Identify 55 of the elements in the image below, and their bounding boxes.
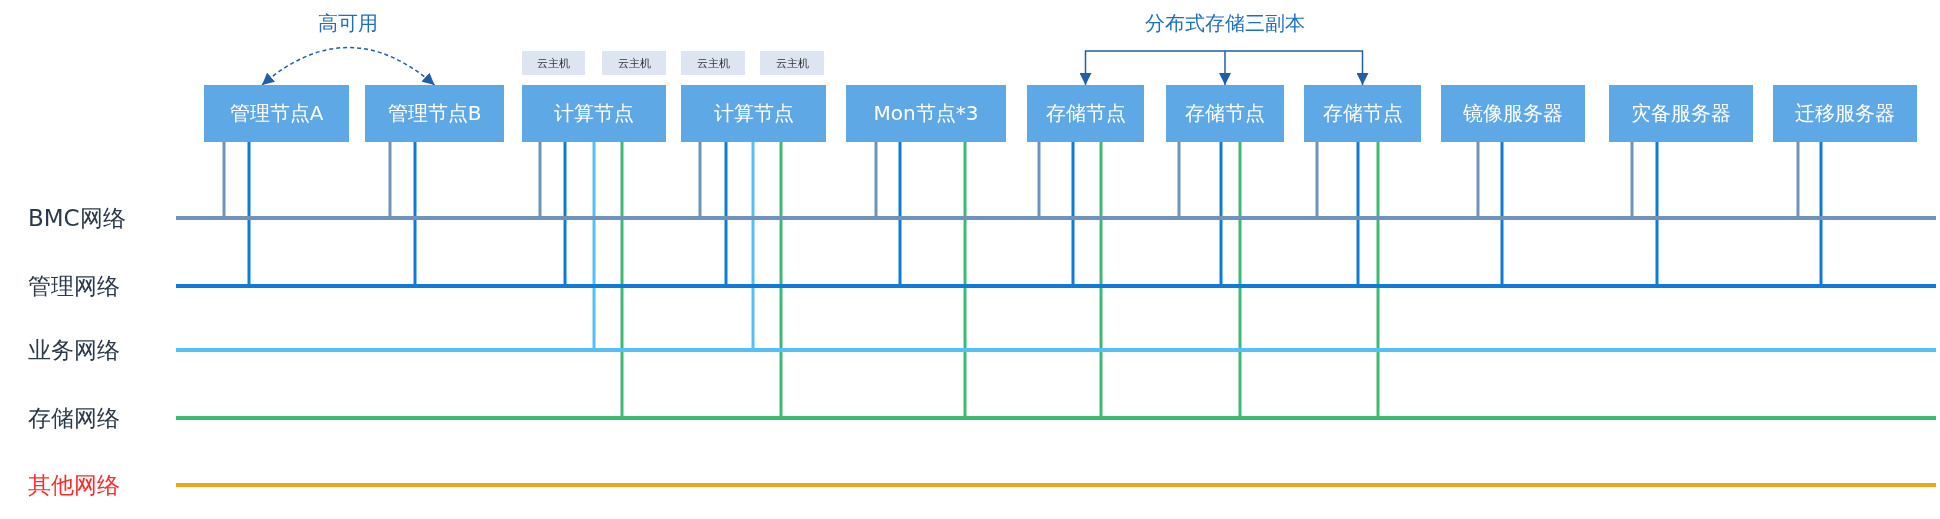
network-link	[1500, 142, 1504, 284]
network-link	[1177, 142, 1181, 216]
network-label: 其他网络	[28, 471, 120, 500]
server-box: 灾备服务器	[1609, 85, 1753, 142]
network-link	[413, 142, 417, 284]
network-link	[1376, 142, 1380, 416]
network-link	[563, 142, 567, 284]
arrow	[1219, 50, 1231, 86]
network-link	[592, 142, 596, 348]
network-label: 管理网络	[28, 272, 120, 301]
network-link	[1099, 142, 1103, 416]
network-link	[1796, 142, 1800, 216]
network-link	[1219, 142, 1223, 284]
vm-tag: 云主机	[602, 51, 666, 75]
network-link	[779, 142, 783, 416]
server-box: Mon节点*3	[846, 85, 1006, 142]
network-link	[222, 142, 226, 216]
network-link	[898, 142, 902, 284]
server-box: 计算节点	[522, 85, 666, 142]
network-link	[698, 142, 702, 216]
network-link	[963, 142, 967, 416]
network-label: 存储网络	[28, 404, 120, 433]
network-link	[724, 142, 728, 284]
network-link	[1476, 142, 1480, 216]
network-link	[1238, 142, 1242, 416]
network-link	[1315, 142, 1319, 216]
server-box: 管理节点A	[204, 85, 349, 142]
dashed-arrow	[261, 46, 436, 86]
arrow	[1224, 50, 1369, 86]
arrow	[1079, 50, 1226, 86]
vm-tag: 云主机	[760, 51, 824, 75]
network-link	[1630, 142, 1634, 216]
network-link	[1819, 142, 1823, 284]
network-link	[1037, 142, 1041, 216]
vm-tag: 云主机	[681, 51, 745, 75]
server-box: 计算节点	[681, 85, 826, 142]
network-link	[388, 142, 392, 216]
server-box: 存储节点	[1166, 85, 1284, 142]
network-link	[1655, 142, 1659, 284]
group-caption: 分布式存储三副本	[1120, 10, 1330, 51]
server-box: 管理节点B	[365, 85, 504, 142]
server-box: 镜像服务器	[1441, 85, 1585, 142]
network-link	[620, 142, 624, 416]
network-link	[751, 142, 755, 348]
network-link	[538, 142, 542, 216]
network-label: 业务网络	[28, 336, 120, 365]
network-link	[247, 142, 251, 284]
server-box: 迁移服务器	[1773, 85, 1917, 142]
network-label: BMC网络	[28, 204, 126, 233]
network-link	[1071, 142, 1075, 284]
network-link	[874, 142, 878, 216]
vm-tag: 云主机	[522, 51, 585, 75]
server-box: 存储节点	[1027, 85, 1144, 142]
network-link	[1356, 142, 1360, 284]
server-box: 存储节点	[1304, 85, 1421, 142]
